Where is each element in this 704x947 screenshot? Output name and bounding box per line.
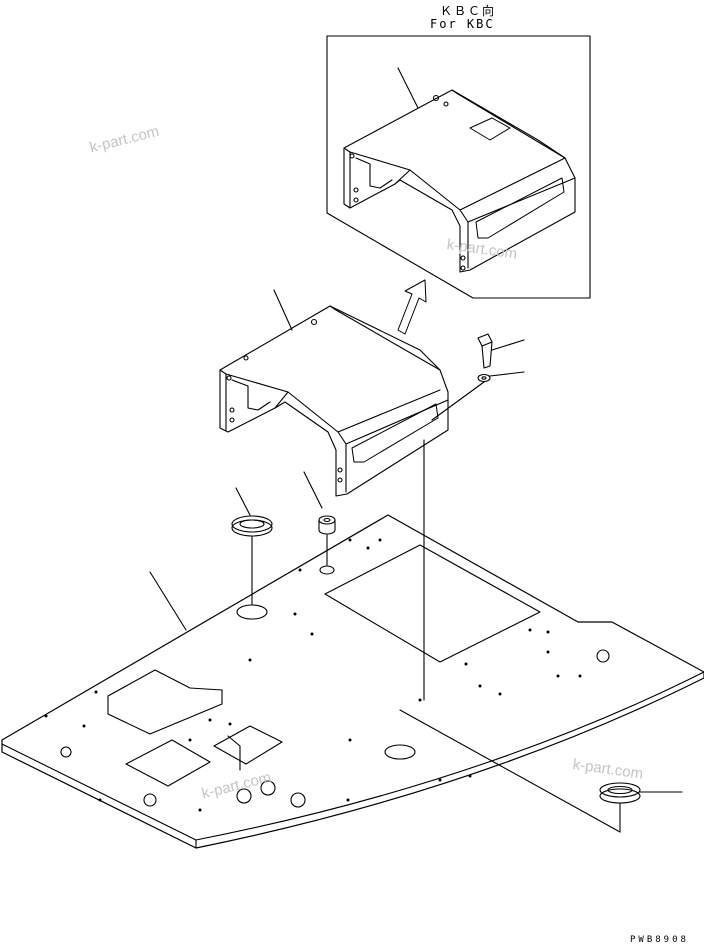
inset-cover	[343, 89, 576, 273]
arrow-to-inset	[397, 279, 427, 335]
cushion	[303, 471, 336, 566]
kbc-inset	[326, 35, 591, 299]
inset-frame	[326, 35, 591, 299]
plate-holes	[44, 538, 582, 812]
washer	[423, 371, 525, 701]
grommet-left	[231, 487, 273, 606]
floor-plate	[1, 514, 704, 849]
cover	[219, 289, 449, 497]
variant-label-en: For KBC	[430, 17, 495, 31]
bolt	[477, 333, 525, 369]
grommet-right	[399, 709, 683, 833]
variant-label-jp: ＫＢＣ向	[440, 4, 497, 18]
drawing-code: PWB8908	[630, 935, 689, 945]
